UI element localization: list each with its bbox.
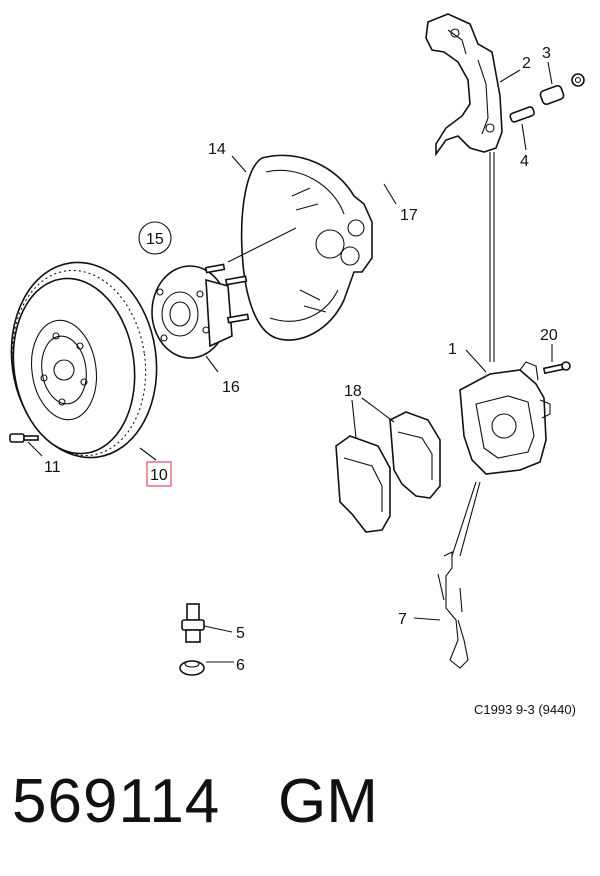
callout-15: 15 [146, 231, 164, 248]
dust-shield [240, 154, 373, 341]
callout-10: 10 [150, 467, 168, 484]
brake-pads [335, 411, 441, 533]
callout-10-highlight [146, 461, 172, 487]
brake-disc [10, 261, 158, 459]
wheel-hub [151, 263, 250, 359]
nut-cap [179, 660, 205, 676]
caliper-bracket [425, 13, 503, 157]
callout-11: 11 [44, 459, 61, 476]
callout-6: 6 [236, 657, 245, 674]
wear-sensor [437, 551, 469, 669]
callout-17: 17 [400, 207, 418, 224]
callout-20: 20 [540, 327, 558, 344]
callout-7: 7 [398, 611, 407, 628]
bleeder-bolt [542, 361, 571, 375]
exploded-brake-diagram: 14 2 3 4 17 15 16 1 20 18 11 10 5 6 7 [9, 13, 585, 676]
callout-2: 2 [522, 55, 531, 72]
callout-15-circle [138, 221, 172, 255]
diagram-caption: C1993 9-3 (9440) [474, 702, 576, 717]
callout-18: 18 [344, 383, 362, 400]
callout-1: 1 [448, 341, 457, 358]
brake-caliper [459, 361, 551, 475]
part-number: 569114 [12, 767, 221, 836]
brand-label: GM [278, 767, 378, 836]
wheel-stud [181, 603, 205, 643]
callout-4: 4 [520, 153, 529, 170]
callout-16: 16 [222, 379, 240, 396]
bolt [9, 433, 39, 443]
callout-3: 3 [542, 45, 551, 62]
callout-5: 5 [236, 625, 245, 642]
guide-pin-assembly [509, 73, 585, 123]
callout-14: 14 [208, 141, 226, 158]
